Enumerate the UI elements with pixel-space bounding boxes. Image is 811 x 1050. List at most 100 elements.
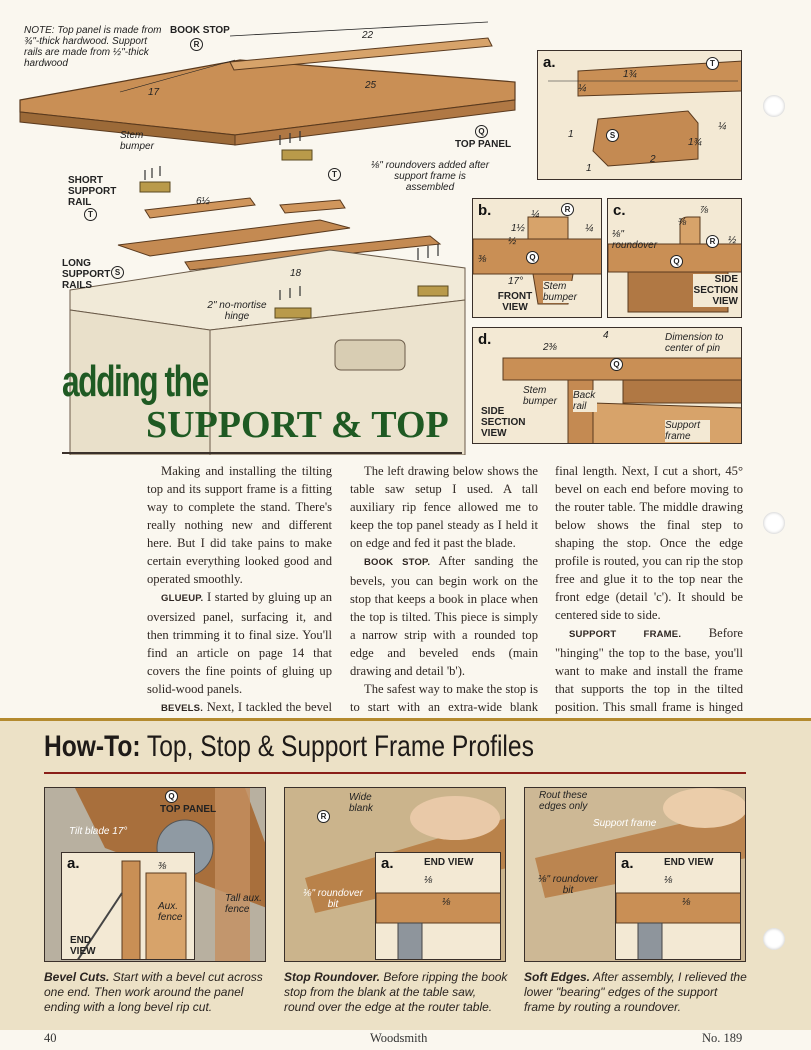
col1-p2: GLUEUP. I started by gluing up an oversi… bbox=[147, 588, 332, 698]
binder-hole-top bbox=[763, 95, 785, 117]
book-stop-label: BOOK STOP bbox=[170, 25, 230, 36]
col1-p1: Making and installing the tilting top an… bbox=[147, 464, 332, 586]
detail-b-d1: ¼ bbox=[531, 209, 540, 220]
detail-b-d5: ⅜ bbox=[478, 254, 487, 265]
dim-6-5: 6½ bbox=[196, 196, 210, 207]
col3-p2-text: Before "hinging" the top to the base, yo… bbox=[555, 626, 743, 732]
caption1-title: Bevel Cuts. bbox=[44, 970, 110, 984]
photo3-detail-art bbox=[616, 892, 740, 959]
photo3-detail: a. END VIEW ⅛ ⅛ bbox=[615, 852, 741, 960]
roundovers-label: ⅛" roundovers added after support frame … bbox=[370, 160, 490, 193]
howto-title: How-To: Top, Stop & Support Frame Profil… bbox=[44, 730, 534, 764]
col2-p2: BOOK STOP. After sanding the bevels, you… bbox=[350, 552, 538, 680]
detail-b-key-r: R bbox=[561, 203, 574, 216]
photo-stop-roundover: Wide blank R ⅛" roundover bit a. END VIE… bbox=[284, 787, 506, 962]
photo2-d2: ⅛ bbox=[442, 897, 451, 908]
article-col1: Making and installing the tilting top an… bbox=[147, 462, 332, 736]
diagram-note: NOTE: Top panel is made from ¾"-thick ha… bbox=[24, 25, 162, 69]
detail-a-key-s: S bbox=[606, 129, 619, 142]
detail-b-key-q: Q bbox=[526, 251, 539, 264]
photo1-detail-dim: ⅜ bbox=[158, 861, 167, 872]
photo2-detail-art bbox=[376, 892, 500, 959]
detail-b-stem: Stem bumper bbox=[543, 281, 588, 303]
photo2-wide-blank: Wide blank bbox=[349, 792, 373, 814]
col2-p2-text: After sanding the bevels, you can begin … bbox=[350, 554, 538, 678]
detail-c-key-r: R bbox=[706, 235, 719, 248]
howto-title-bold: How-To: bbox=[44, 730, 141, 763]
detail-a-d1: 1¾ bbox=[623, 69, 637, 80]
footer-page-number: 40 bbox=[44, 1031, 57, 1045]
col1-h3: BEVELS. bbox=[161, 703, 204, 714]
detail-c-d2: ⅜ bbox=[678, 217, 687, 228]
detail-a-d3: 1 bbox=[568, 129, 574, 140]
book-stop-key: R bbox=[190, 38, 203, 51]
detail-d-view: SIDE SECTION VIEW bbox=[481, 406, 526, 439]
detail-c-key-q: Q bbox=[670, 255, 683, 268]
detail-d-tag: d. bbox=[478, 331, 492, 348]
top-panel-label: TOP PANEL bbox=[455, 139, 512, 150]
photo1-detail-aux: Aux. fence bbox=[158, 901, 183, 923]
dim-17: 17 bbox=[148, 87, 160, 98]
detail-c-d1: ⅞ bbox=[700, 205, 709, 216]
photo2-d1: ⅛ bbox=[424, 875, 433, 886]
stem-bumper-label: Stem bumper bbox=[120, 130, 154, 152]
exploded-diagram bbox=[0, 0, 540, 456]
photo2-detail-tag: a. bbox=[381, 855, 394, 872]
detail-c-view: SIDE SECTION VIEW bbox=[693, 274, 738, 307]
article-col3: final length. Next, I cut a short, 45° b… bbox=[555, 462, 743, 734]
detail-d-stem: Stem bumper bbox=[523, 385, 557, 407]
photo3-support-frame: Support frame bbox=[593, 818, 657, 829]
detail-a-tag: a. bbox=[543, 54, 556, 71]
caption3-title: Soft Edges. bbox=[524, 970, 591, 984]
howto-rule bbox=[44, 772, 746, 774]
detail-a-key-t: T bbox=[706, 57, 719, 70]
detail-d-d1: 4 bbox=[603, 330, 609, 341]
photo3-end-view: END VIEW bbox=[664, 857, 714, 868]
col2-h2: BOOK STOP. bbox=[364, 557, 431, 568]
photo1-detail-art bbox=[77, 860, 187, 959]
caption-bevel-cuts: Bevel Cuts. Start with a bevel cut acros… bbox=[44, 970, 270, 1015]
binder-hole-middle bbox=[763, 512, 785, 534]
detail-b: b. R Q ¼ 1½ ¼ ½ ⅜ 17° FRONT VIEW Stem bu… bbox=[472, 198, 602, 318]
detail-d-key-q: Q bbox=[610, 358, 623, 371]
photo1-detail-tag: a. bbox=[67, 855, 80, 872]
detail-c-tag: c. bbox=[613, 202, 626, 219]
long-support-rails-label: LONG SUPPORT RAILS bbox=[62, 258, 111, 291]
detail-c: c. ⅞ ⅜ ½ ⅛" roundover R Q SIDE SECTION V… bbox=[607, 198, 742, 318]
photo2-key: R bbox=[317, 810, 330, 823]
photo2-detail: a. END VIEW ⅛ ⅛ bbox=[375, 852, 501, 960]
short-support-rail-label: SHORT SUPPORT RAIL bbox=[68, 175, 117, 208]
roundovers-key: T bbox=[328, 168, 341, 181]
detail-a-d4: ¼ bbox=[718, 121, 727, 132]
photo1-tall-aux: Tall aux. fence bbox=[225, 893, 262, 915]
detail-b-tag: b. bbox=[478, 202, 492, 219]
col3-p1: final length. Next, I cut a short, 45° b… bbox=[555, 464, 743, 622]
photo3-rout: Rout these edges only bbox=[539, 790, 588, 812]
caption2-text: Before ripping the book stop from the bl… bbox=[284, 970, 508, 1014]
detail-c-roundover: ⅛" roundover bbox=[612, 229, 658, 251]
detail-d: d. 4 2⅜ Q Dimension to center of pin Ste… bbox=[472, 327, 742, 444]
detail-b-angle: 17° bbox=[508, 276, 524, 287]
headline-rule bbox=[62, 452, 462, 454]
detail-d-support-frame: Support frame bbox=[665, 420, 710, 442]
caption3-text: After assembly, I relieved the lower "be… bbox=[524, 970, 747, 1014]
col2-p1: The left drawing below shows the table s… bbox=[350, 464, 538, 550]
photo1-top-panel: TOP PANEL bbox=[160, 804, 217, 815]
photo1-tilt: Tilt blade 17° bbox=[69, 826, 128, 837]
caption2-title: Stop Roundover. bbox=[284, 970, 380, 984]
detail-b-d2: 1½ bbox=[511, 223, 525, 234]
headline-line2: SUPPORT & TOP bbox=[146, 404, 449, 446]
detail-b-d4: ½ bbox=[508, 236, 517, 247]
short-rail-key: T bbox=[84, 208, 97, 221]
dim-25: 25 bbox=[365, 80, 377, 91]
col3-h2: SUPPORT FRAME. bbox=[569, 629, 682, 640]
photo2-roundover: ⅛" roundover bit bbox=[303, 888, 363, 910]
top-panel-key: Q bbox=[475, 125, 488, 138]
detail-a-d6: 1 bbox=[586, 163, 592, 174]
detail-a-d2: ¼ bbox=[578, 83, 587, 94]
photo-bevel-cuts: TOP PANEL Q Tilt blade 17° Tall aux. fen… bbox=[44, 787, 266, 962]
detail-d-dimension: Dimension to center of pin bbox=[665, 332, 740, 354]
photo1-end-view: END VIEW bbox=[70, 935, 96, 957]
footer-issue: No. 189 bbox=[702, 1031, 743, 1045]
caption1-text: Start with a bevel cut across one end. T… bbox=[44, 970, 263, 1014]
